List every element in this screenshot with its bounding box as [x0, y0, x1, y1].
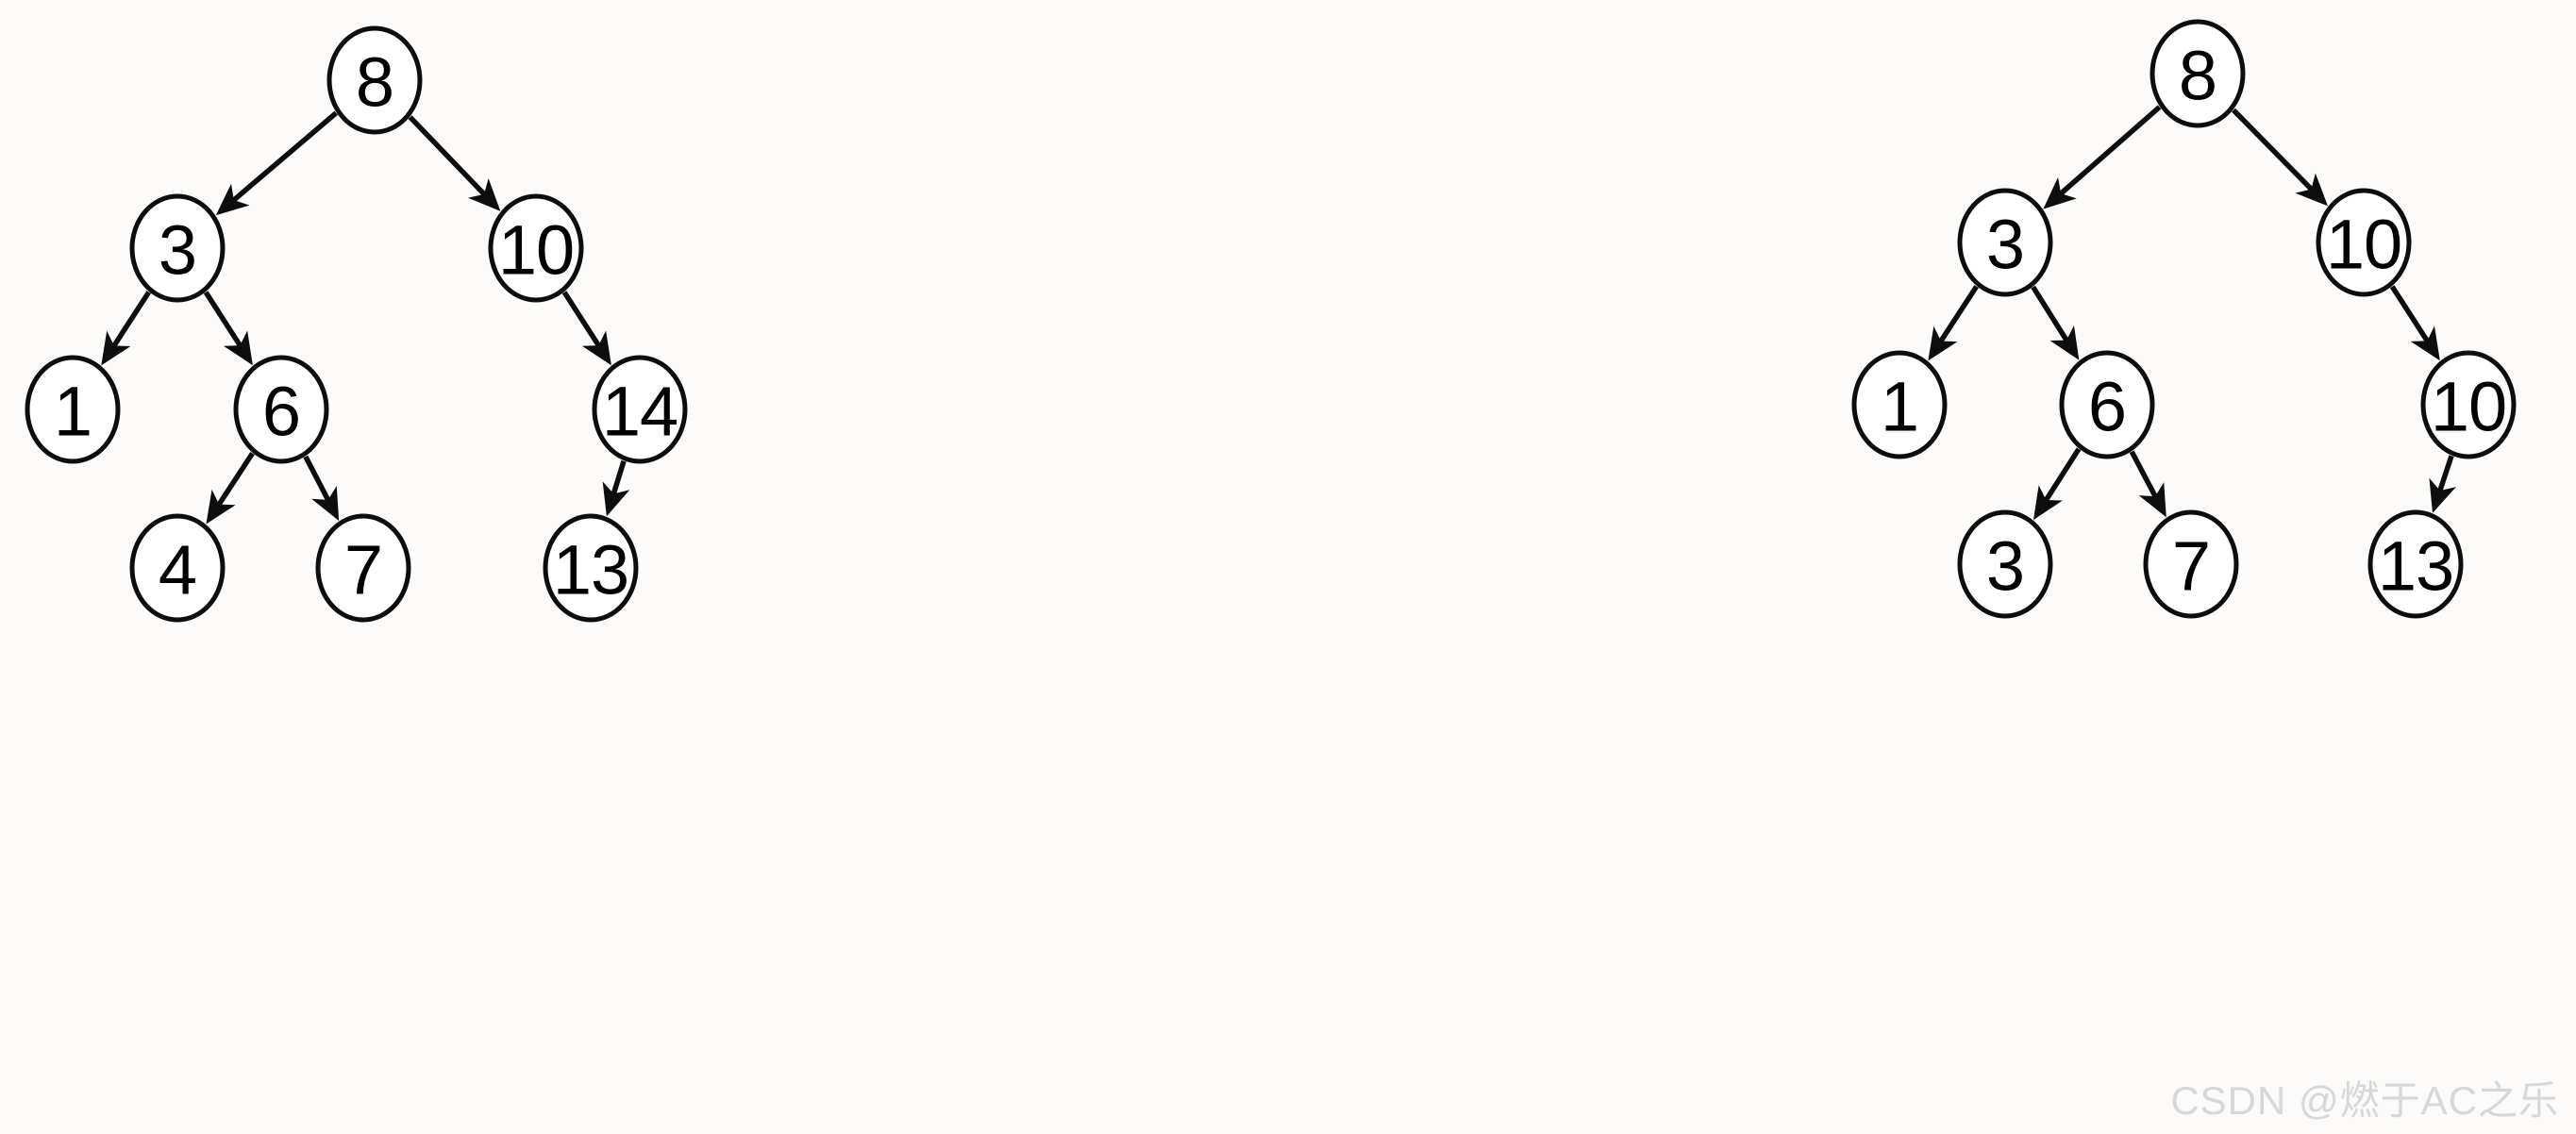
tree-edge	[216, 451, 255, 507]
node-circle	[326, 25, 423, 135]
node-value-label: 13	[2378, 527, 2453, 606]
node-circle	[2367, 509, 2464, 619]
node-circle	[2316, 188, 2412, 297]
edge-arrowhead-icon	[581, 330, 611, 366]
node-circle	[233, 355, 329, 464]
tree-edge	[408, 115, 487, 197]
edge-arrowhead-icon	[101, 330, 131, 366]
node-circle	[129, 193, 226, 303]
node-value-label: 8	[2179, 37, 2216, 115]
binary-search-tree-after: 8 3 10 1 6 10 3 7 13	[1851, 19, 2517, 619]
binary-search-tree-before: 8 3 10 1 6 14 4 7 13	[25, 25, 688, 623]
node-value-label: 7	[2172, 527, 2210, 606]
edge-arrowhead-icon	[2410, 325, 2440, 361]
tree-node[interactable]: 13	[2367, 509, 2464, 619]
edge-arrowhead-icon	[2043, 176, 2077, 209]
tree-node[interactable]: 10	[488, 193, 584, 303]
node-value-label: 1	[54, 373, 92, 451]
node-value-label: 3	[1986, 527, 2024, 606]
node-circle	[543, 513, 639, 623]
node-value-label: 7	[344, 531, 382, 609]
node-circle	[25, 355, 121, 464]
tree-edge	[2058, 105, 2162, 196]
node-circle	[1957, 509, 2053, 619]
edge-arrowhead-icon	[223, 330, 253, 366]
node-circle	[2059, 350, 2155, 459]
node-value-label: 10	[2431, 368, 2506, 446]
tree-edge	[561, 291, 602, 348]
tree-node[interactable]: 13	[543, 513, 639, 623]
node-value-label: 10	[2326, 206, 2401, 284]
tree-node[interactable]: 8	[326, 25, 423, 135]
edge-arrowhead-icon	[215, 183, 250, 216]
edge-arrowhead-icon	[468, 177, 501, 211]
node-value-label: 13	[553, 531, 628, 609]
edge-arrowhead-icon	[2049, 325, 2080, 360]
edge-arrowhead-icon	[1928, 325, 1958, 361]
node-circle	[129, 513, 226, 623]
node-value-label: 3	[1986, 206, 2024, 284]
edge-arrowhead-icon	[2032, 485, 2063, 521]
tree-edge	[611, 459, 627, 496]
tree-node[interactable]: 10	[2420, 350, 2517, 459]
tree-edge	[2436, 455, 2454, 492]
tree-node[interactable]: 14	[592, 355, 688, 464]
tree-edge	[1938, 285, 1979, 343]
node-value-label: 1	[1881, 368, 1918, 446]
node-value-label: 6	[2088, 368, 2126, 446]
tree-node[interactable]: 1	[25, 355, 121, 464]
node-value-label: 8	[356, 43, 393, 122]
tree-node[interactable]: 3	[1957, 188, 2053, 297]
node-value-label: 14	[602, 373, 677, 451]
node-circle	[315, 513, 411, 623]
tree-edge	[2129, 450, 2159, 499]
tree-edge	[2043, 447, 2082, 503]
node-circle	[1851, 350, 1948, 459]
tree-edge	[203, 291, 243, 348]
node-circle	[2149, 19, 2246, 128]
tree-node[interactable]: 6	[2059, 350, 2155, 459]
edge-arrowhead-icon	[311, 485, 340, 522]
tree-node[interactable]: 1	[1851, 350, 1948, 459]
node-value-label: 10	[498, 211, 574, 290]
tree-edge	[231, 110, 338, 203]
tree-edge	[111, 291, 152, 348]
tree-edge	[303, 455, 331, 502]
tree-edge	[2232, 108, 2315, 192]
node-value-label: 4	[159, 531, 196, 609]
tree-node[interactable]: 4	[129, 513, 226, 623]
tree-node[interactable]: 6	[233, 355, 329, 464]
node-circle	[592, 355, 688, 464]
edge-arrowhead-icon	[206, 489, 236, 525]
tree-node[interactable]: 3	[129, 193, 226, 303]
tree-node[interactable]: 3	[1957, 509, 2053, 619]
edge-arrowhead-icon	[2295, 173, 2328, 207]
node-value-label: 3	[159, 211, 196, 290]
node-circle	[2420, 350, 2517, 459]
edge-arrowhead-icon	[2138, 482, 2166, 518]
tree-node[interactable]: 8	[2149, 19, 2246, 128]
tree-node[interactable]: 10	[2316, 188, 2412, 297]
node-circle	[2143, 509, 2239, 619]
tree-node[interactable]: 7	[315, 513, 411, 623]
node-value-label: 6	[262, 373, 300, 451]
edge-arrowhead-icon	[602, 481, 630, 517]
tree-edge	[2389, 285, 2431, 343]
tree-edge	[2031, 285, 2069, 342]
tree-node[interactable]: 7	[2143, 509, 2239, 619]
node-circle	[488, 193, 584, 303]
node-circle	[1957, 188, 2053, 297]
edge-arrowhead-icon	[2429, 477, 2456, 513]
